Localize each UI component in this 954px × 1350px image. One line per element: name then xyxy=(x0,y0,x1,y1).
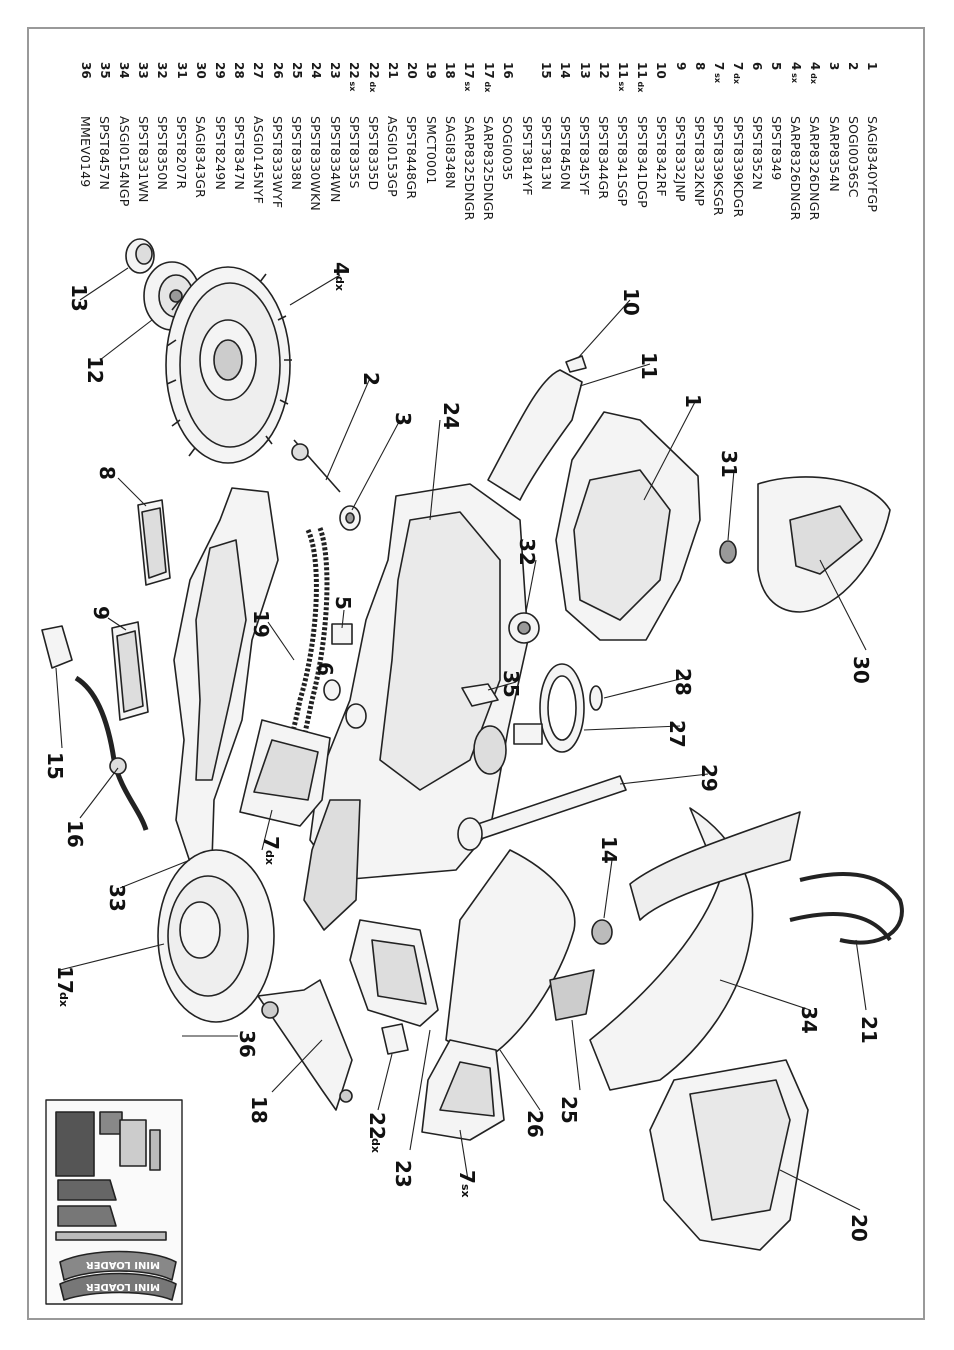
part-7dx-panel xyxy=(239,719,331,827)
part-24-body xyxy=(303,483,529,931)
part-3-bushing xyxy=(339,505,361,531)
callout-14: 14 xyxy=(597,836,621,864)
callout-16: 16 xyxy=(63,820,87,848)
part-31-knob xyxy=(719,540,737,564)
callout-5: 5 xyxy=(331,596,355,610)
part-14-knob xyxy=(591,919,613,945)
part-21-handle xyxy=(789,872,904,945)
callout-34: 34 xyxy=(797,1006,821,1034)
callout-26: 26 xyxy=(523,1110,547,1138)
callout-9: 9 xyxy=(89,606,113,620)
decal-label: MINI LOADER xyxy=(86,1281,160,1292)
part-28-cap xyxy=(589,685,603,711)
part-26-hood xyxy=(445,849,576,1061)
callout-12: 12 xyxy=(83,356,107,384)
callout-11: 11 xyxy=(637,352,661,380)
callout-8: 8 xyxy=(95,466,119,480)
callout-29: 29 xyxy=(697,764,721,792)
callout-suffix: dx xyxy=(369,1138,382,1153)
page-frame xyxy=(27,27,925,1320)
callout-36: 36 xyxy=(235,1030,259,1058)
callout-4: 4 xyxy=(329,262,353,276)
part-23-cover xyxy=(349,919,439,1027)
callout-18: 18 xyxy=(247,1096,271,1124)
callout-2: 2 xyxy=(359,372,383,386)
decal-label: MINI LOADER xyxy=(86,1259,160,1270)
callout-20: 20 xyxy=(847,1214,871,1242)
callout-17: 17 xyxy=(53,966,77,994)
callout-24: 24 xyxy=(439,402,463,430)
callout-32: 32 xyxy=(515,538,539,566)
callout-10: 10 xyxy=(619,288,643,316)
callout-27: 27 xyxy=(665,720,689,748)
part-27-steering xyxy=(513,663,585,753)
callout-23: 23 xyxy=(391,1160,415,1188)
callout-28: 28 xyxy=(671,668,695,696)
part-15-cap xyxy=(41,625,73,669)
part-13-hubcap xyxy=(125,238,155,274)
callout-33: 33 xyxy=(105,884,129,912)
callout-31: 31 xyxy=(717,450,741,478)
callout-21: 21 xyxy=(857,1016,881,1044)
part-2-axle xyxy=(291,439,341,493)
part-11-fender xyxy=(487,369,583,501)
part-29-column xyxy=(457,775,627,851)
part-7sx-panel xyxy=(421,1039,505,1141)
part-22-piece xyxy=(381,1023,409,1055)
part-33-chassis xyxy=(173,487,279,863)
part-20-bucket xyxy=(649,1059,809,1251)
part-17-wheel xyxy=(157,849,275,1023)
callout-15: 15 xyxy=(43,752,67,780)
callout-suffix: dx xyxy=(263,850,276,865)
callout-35: 35 xyxy=(499,670,523,698)
part-8-panel xyxy=(137,499,171,586)
callout-19: 19 xyxy=(249,610,273,638)
part-36-decal-sheet xyxy=(45,1099,183,1305)
part-6-nut xyxy=(323,679,341,701)
part-25-grille xyxy=(549,969,595,1021)
part-19-chain xyxy=(275,527,330,791)
part-30-seat xyxy=(757,476,891,613)
part-16-lever xyxy=(74,675,149,831)
callout-13: 13 xyxy=(67,284,91,312)
callout-suffix: dx xyxy=(333,276,346,291)
callout-25: 25 xyxy=(557,1096,581,1124)
callout-7b: 7 xyxy=(455,1170,479,1184)
callout-suffix: sx xyxy=(459,1184,472,1198)
callout-30: 30 xyxy=(849,656,873,684)
callout-labels: 1234dx567dx7sx891011121314151617dx181920… xyxy=(43,262,881,1292)
part-34-loader-frame xyxy=(589,807,801,1091)
callout-7a: 7 xyxy=(259,836,283,850)
callout-22: 22 xyxy=(365,1112,389,1140)
callout-3: 3 xyxy=(391,412,415,426)
part-32-gear xyxy=(508,612,540,644)
callout-1: 1 xyxy=(681,394,705,408)
callout-suffix: dx xyxy=(57,992,70,1007)
leader-lines xyxy=(55,267,867,1211)
part-18-arm xyxy=(257,979,353,1111)
part-10-clip xyxy=(565,355,587,373)
callout-6: 6 xyxy=(313,662,337,676)
part-9-panel xyxy=(111,621,149,721)
part-1-seat-shell xyxy=(555,411,701,641)
part-4-wheel xyxy=(165,266,292,464)
